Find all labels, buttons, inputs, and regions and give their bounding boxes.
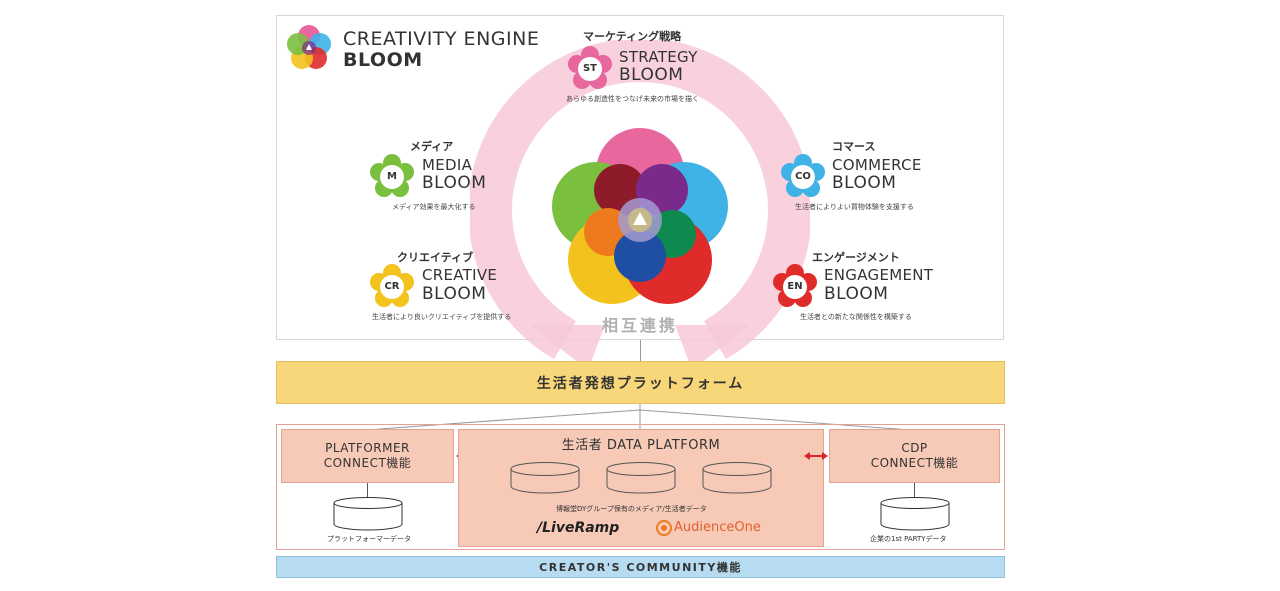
brand-title: CREATIVITY ENGINE: [343, 28, 540, 50]
data-platform-caption: 博報堂DYグループ保有のメディア/生活者データ: [556, 505, 707, 513]
data-platform-title: 生活者 DATA PLATFORM: [561, 438, 721, 453]
platformer-line2: CONNECT機能: [323, 456, 412, 470]
commerce-badge: CO: [781, 154, 825, 198]
creative-badge: CR: [370, 264, 414, 308]
connector-line: [640, 340, 641, 361]
creative-name: CREATIVE: [422, 266, 498, 284]
cdp-line2: CONNECT機能: [870, 456, 959, 470]
cdp-database-icon: [880, 497, 950, 531]
cdp-connect-label: CDP CONNECT機能: [829, 441, 1000, 471]
platformer-db-line: [367, 483, 368, 499]
data-platform-database-icon-3: [702, 462, 772, 494]
engagement-badge-text: EN: [787, 280, 803, 292]
cdp-data-label: 企業の1st PARTYデータ: [870, 535, 947, 543]
bloom-flower-icon: [552, 128, 728, 304]
platformer-line1: PLATFORMER: [325, 441, 410, 455]
engagement-category: エンゲージメント: [812, 251, 900, 264]
fan-lines: [365, 404, 912, 431]
data-platform-database-icon-1: [510, 462, 580, 494]
strategy-name: STRATEGY: [619, 48, 698, 66]
engagement-badge: EN: [773, 264, 817, 308]
platform-bar: 生活者発想プラットフォーム: [276, 361, 1005, 404]
creators-community-bar: CREATOR'S COMMUNITY機能: [276, 556, 1005, 578]
engagement-description: 生活者との新たな関係性を構築する: [800, 313, 912, 321]
creators-community-label: CREATOR'S COMMUNITY機能: [539, 561, 742, 574]
media-bloom: BLOOM: [422, 173, 487, 193]
liveramp-logo: /LiveRamp: [537, 520, 620, 536]
media-description: メディア効果を最大化する: [392, 203, 476, 211]
strategy-flower-icon: [568, 46, 612, 89]
commerce-bloom: BLOOM: [832, 173, 897, 193]
strategy-description: あらゆる創造性をつなげ未来の市場を描く: [566, 95, 699, 103]
audienceone-logo-icon: [656, 520, 672, 536]
creative-description: 生活者により良いクリエイティブを提供する: [372, 313, 512, 321]
creative-category: クリエイティブ: [397, 251, 474, 264]
cycle-arrow: [470, 40, 810, 370]
mutual-cooperation-label: 相互連携: [601, 316, 678, 335]
media-flower-icon: [370, 154, 414, 197]
commerce-flower-icon: [781, 154, 825, 197]
cdp-connect-box: [829, 429, 1000, 483]
engagement-bloom: BLOOM: [824, 284, 889, 304]
audienceone-logo: AudienceOne: [674, 520, 761, 535]
creative-bloom: BLOOM: [422, 284, 487, 304]
platformer-data-label: プラットフォーマーデータ: [327, 535, 411, 543]
media-badge-text: M: [387, 170, 397, 182]
brand-subtitle: BLOOM: [343, 49, 423, 71]
cdp-db-line: [914, 483, 915, 499]
commerce-name: COMMERCE: [832, 156, 922, 174]
platform-bar-label: 生活者発想プラットフォーム: [536, 375, 745, 392]
strategy-category: マーケティング戦略: [583, 30, 682, 43]
creativity-engine-logo-icon: [287, 25, 331, 69]
media-badge: M: [370, 154, 414, 198]
cdp-link-arrow-icon: [804, 452, 828, 460]
platformer-database-icon: [333, 497, 403, 531]
platformer-connect-label: PLATFORMER CONNECT機能: [281, 441, 454, 471]
commerce-description: 生活者によりよい買物体験を支援する: [795, 203, 914, 211]
commerce-badge-text: CO: [795, 170, 811, 182]
creative-badge-text: CR: [384, 280, 400, 292]
commerce-category: コマース: [832, 140, 876, 153]
data-frame: [276, 424, 1005, 550]
media-category: メディア: [410, 140, 454, 153]
strategy-badge-text: ST: [582, 62, 598, 74]
strategy-badge: ST: [568, 46, 612, 90]
strategy-bloom: BLOOM: [619, 65, 684, 85]
platformer-connect-box: [281, 429, 454, 483]
data-platform-database-icon-2: [606, 462, 676, 494]
media-name: MEDIA: [422, 156, 473, 174]
cdp-line1: CDP: [901, 441, 928, 455]
engagement-name: ENGAGEMENT: [824, 266, 934, 284]
engagement-flower-icon: [773, 264, 817, 307]
creative-flower-icon: [370, 264, 414, 307]
